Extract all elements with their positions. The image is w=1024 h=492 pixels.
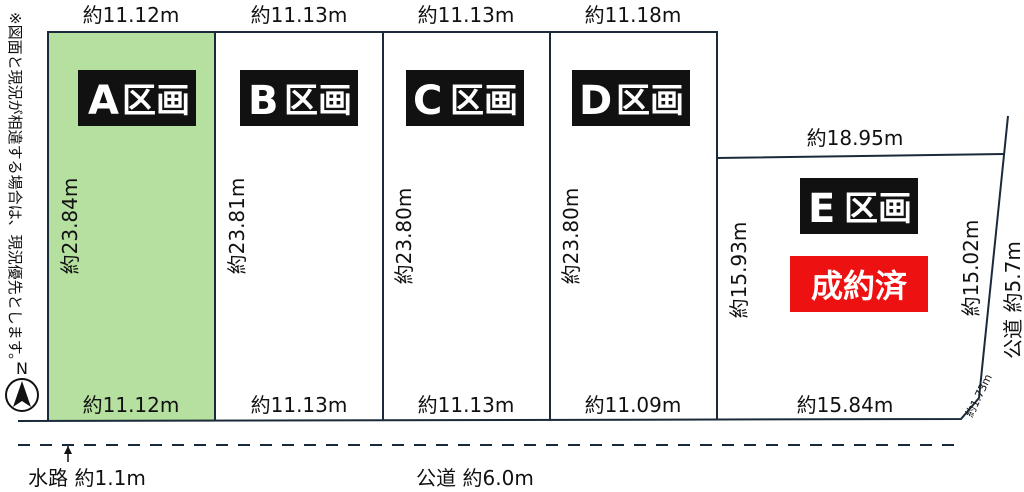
front-road-label: 公道 約6.0m (416, 466, 534, 490)
lot-e-top-dim: 約18.95m (807, 126, 904, 150)
north-label: N (16, 359, 28, 378)
disclaimer-note: ※図面と現況が相違する場合は、現況優先とします。 (6, 12, 24, 368)
lot-b-top-dim: 約11.13m (251, 3, 348, 27)
lot-a-letter: A (88, 78, 119, 124)
lot-b[interactable]: 約11.13m 約11.13m 約23.81m B 区画 (225, 3, 358, 417)
sold-status: 成約済 (811, 267, 908, 305)
lot-a-bottom-dim: 約11.12m (83, 393, 180, 417)
lot-c-letter: C (413, 78, 442, 124)
lot-b-suffix: 区画 (284, 81, 352, 121)
lot-e[interactable]: 約18.95m 約15.84m 約15.93m 約15.02m 約1.73m E… (727, 126, 995, 419)
lot-a[interactable]: 約11.12m 約11.12m 約23.84m A 区画 (58, 3, 196, 417)
lot-c-bottom-dim: 約11.13m (418, 393, 515, 417)
lot-e-left-depth-dim: 約15.93m (727, 222, 751, 319)
lot-a-top-dim: 約11.12m (83, 3, 180, 27)
waterway-label: 水路 約1.1m (28, 466, 146, 490)
lot-a-depth-dim: 約23.84m (58, 178, 82, 275)
lot-e-suffix: 区画 (844, 189, 912, 229)
waterway-arrow-icon (64, 446, 72, 462)
sold-badge (790, 256, 928, 312)
lot-d-depth-dim: 約23.80m (559, 188, 583, 285)
lot-d-letter: D (579, 78, 612, 124)
lot-b-letter: B (248, 78, 279, 124)
lot-boundaries (17, 31, 1009, 422)
lot-e-letter: E (808, 186, 835, 232)
lot-e-corner-dim: 約1.73m (962, 372, 995, 420)
lot-e-bottom-dim: 約15.84m (797, 393, 894, 417)
lot-c-depth-dim: 約23.80m (392, 188, 416, 285)
lot-d-top-dim: 約11.18m (585, 3, 682, 27)
lot-d-suffix: 区画 (616, 81, 684, 121)
side-road-label: 公道 約5.7m (1001, 241, 1024, 359)
lot-d-bottom-dim: 約11.09m (585, 393, 682, 417)
lot-a-suffix: 区画 (122, 81, 190, 121)
lot-c-top-dim: 約11.13m (418, 3, 515, 27)
lot-b-depth-dim: 約23.81m (225, 178, 249, 275)
lot-c[interactable]: 約11.13m 約11.13m 約23.80m C 区画 (392, 3, 524, 417)
north-arrow-icon (5, 378, 39, 412)
lot-e-right-depth-dim: 約15.02m (959, 220, 983, 317)
lot-c-suffix: 区画 (450, 81, 518, 121)
lot-b-bottom-dim: 約11.13m (251, 393, 348, 417)
lot-d[interactable]: 約11.18m 約11.09m 約23.80m D 区画 (559, 3, 690, 417)
